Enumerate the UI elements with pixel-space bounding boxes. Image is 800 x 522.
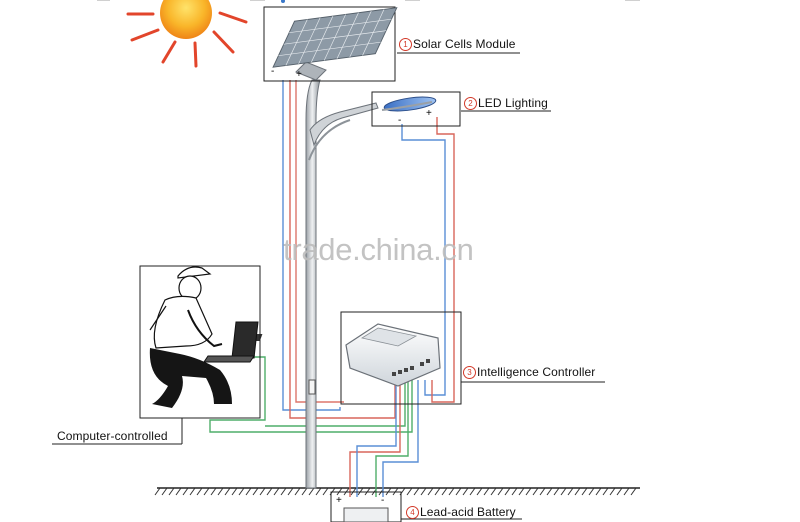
led-plus-sign: + [426, 108, 432, 119]
solar-plus-sign: + [296, 69, 302, 80]
led-label-text: LED Lighting [478, 96, 548, 110]
controller-label-text: Intelligence Controller [477, 365, 596, 379]
battery-number-badge: 4 [406, 506, 419, 519]
led-wire-positive [431, 117, 455, 403]
battery-wire-positive [349, 380, 401, 497]
label-leaders [52, 52, 605, 520]
solar-module: - + [263, 6, 398, 82]
computer-wire [209, 356, 413, 433]
computer-operator [139, 265, 261, 419]
battery-wire-negative [382, 380, 419, 497]
solar-number-badge: 1 [399, 38, 412, 51]
watermark-text: trade.china.cn [283, 232, 474, 267]
controller-unit [251, 311, 462, 405]
computer-label: Computer-controlled [57, 429, 168, 443]
controller-number-badge: 3 [463, 366, 476, 379]
led-wire-negative [401, 124, 446, 396]
solar-wire-positive [289, 80, 396, 419]
computer-label-text: Computer-controlled [57, 429, 168, 443]
battery-plus-sign: + [336, 495, 342, 506]
wiring [209, 80, 455, 497]
battery-minus-sign: - [381, 495, 384, 506]
solar-minus-sign: - [271, 66, 274, 77]
led-lamp: - + [371, 91, 461, 127]
led-number-badge: 2 [464, 97, 477, 110]
sun-icon [126, 0, 248, 68]
led-minus-sign: - [398, 115, 401, 126]
solar-label-text: Solar Cells Module [413, 37, 516, 51]
battery-unit: + - [330, 491, 402, 522]
battery-label-text: Lead-acid Battery [420, 505, 516, 519]
top-edge-marks [97, 0, 640, 3]
light-pole [295, 61, 379, 489]
